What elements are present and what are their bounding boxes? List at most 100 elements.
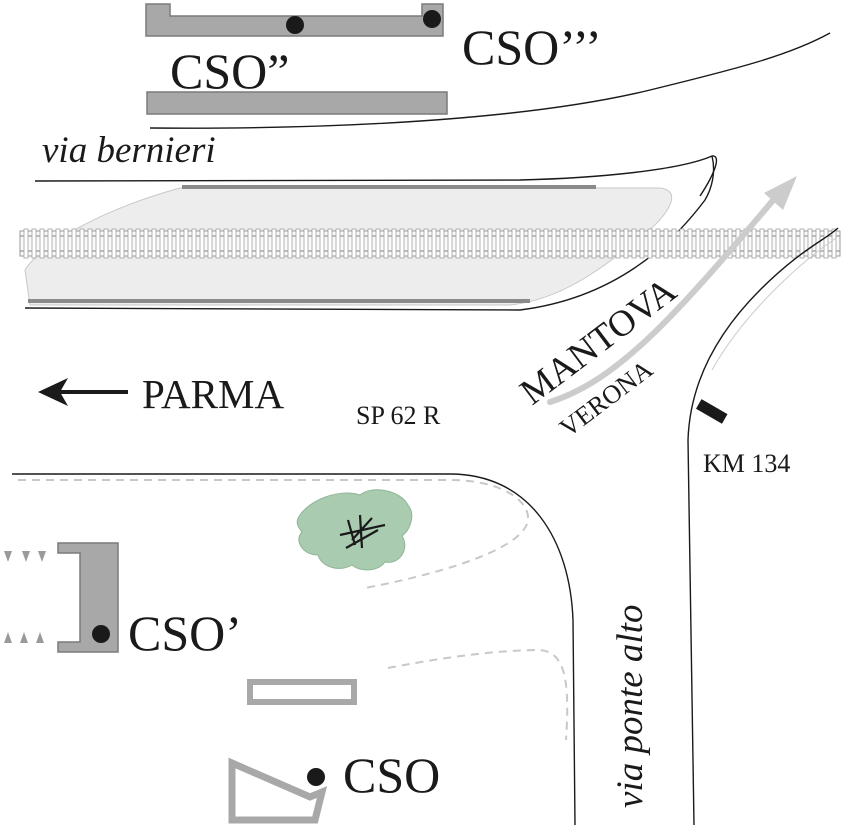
- railway-tie: [655, 228, 661, 259]
- railway-tie: [215, 228, 221, 259]
- railway-tie: [607, 228, 613, 259]
- railway-tie: [479, 228, 485, 259]
- km-marker-icon: [696, 399, 728, 424]
- path-dashed-lower: [387, 648, 569, 741]
- railway-tie: [783, 228, 789, 259]
- railway-tie: [575, 228, 581, 259]
- railway-tie: [31, 228, 37, 259]
- railway-tie: [159, 228, 165, 259]
- railway-tie: [247, 228, 253, 259]
- railway-tie: [119, 228, 125, 259]
- railway-tie: [191, 228, 197, 259]
- railway-tie: [335, 228, 341, 259]
- railway-tie: [127, 228, 133, 259]
- label-cso-left: CSO’: [128, 605, 242, 661]
- railway-tie: [703, 228, 709, 259]
- railway-tie: [311, 228, 317, 259]
- railway-tie: [807, 228, 813, 259]
- tree-row-bottom: [4, 632, 44, 643]
- railway-tie: [399, 228, 405, 259]
- railway-tie: [455, 228, 461, 259]
- railway-tie: [383, 228, 389, 259]
- railway-tie: [287, 228, 293, 259]
- arrow-left-icon: [38, 378, 128, 406]
- railway-tie: [239, 228, 245, 259]
- railway-tie: [615, 228, 621, 259]
- road-lower-edge: [12, 473, 576, 826]
- railway-tie: [39, 228, 45, 259]
- label-cso-top-right: CSO’’’: [462, 19, 602, 75]
- railway-tie: [423, 228, 429, 259]
- railway-tie: [255, 228, 261, 259]
- railway-tie: [543, 228, 549, 259]
- railway-tie: [791, 228, 797, 259]
- tree-icon: [296, 489, 413, 571]
- building-top-bar: [146, 91, 448, 115]
- railway-tie: [663, 228, 669, 259]
- railway-tie: [503, 228, 509, 259]
- railway-tie: [199, 228, 205, 259]
- railway-tie: [47, 228, 53, 259]
- route-arrow-line: [547, 195, 778, 405]
- location-dot-icon: [92, 625, 110, 643]
- railway-tie: [687, 228, 693, 259]
- railway-tie: [231, 228, 237, 259]
- railway-tie: [719, 228, 725, 259]
- railway-tie: [103, 228, 109, 259]
- km-marker-label: KM 134: [703, 449, 790, 478]
- railway-tie: [767, 228, 773, 259]
- railway-tie: [583, 228, 589, 259]
- railway-tie: [487, 228, 493, 259]
- railway-tie: [303, 228, 309, 259]
- label-cso-top-left: CSO”: [170, 43, 289, 99]
- railway-tie: [647, 228, 653, 259]
- railway-tie: [271, 228, 277, 259]
- railway-tie: [511, 228, 517, 259]
- railway-tie: [519, 228, 525, 259]
- path-dashed-top: [18, 479, 530, 589]
- street-label-bernieri: via bernieri: [42, 130, 216, 171]
- railway-tie: [71, 228, 77, 259]
- railway-tie: [111, 228, 117, 259]
- railway-tie: [527, 228, 533, 259]
- tree-row-top: [4, 551, 46, 562]
- railway-tie: [695, 228, 701, 259]
- railway-tie: [439, 228, 445, 259]
- railway-tie: [319, 228, 325, 259]
- railway-tie: [639, 228, 645, 259]
- railway-tie: [175, 228, 181, 259]
- railway-tie: [431, 228, 437, 259]
- railway-tie: [263, 228, 269, 259]
- railway-tie: [407, 228, 413, 259]
- railway-tie: [367, 228, 373, 259]
- road-code-label: SP 62 R: [356, 401, 441, 430]
- direction-label-parma: PARMA: [142, 371, 284, 417]
- railway-tie: [447, 228, 453, 259]
- building-left: [57, 542, 119, 653]
- road-right-shadow: [711, 237, 837, 371]
- railway-tie: [759, 228, 765, 259]
- railway-tie: [63, 228, 69, 259]
- railway-tie: [391, 228, 397, 259]
- location-dot-icon: [423, 10, 441, 28]
- railway-tie: [623, 228, 629, 259]
- railway-tie: [599, 228, 605, 259]
- road-edge-top: [149, 32, 831, 129]
- railway-tie: [55, 228, 61, 259]
- railway-tie: [679, 228, 685, 259]
- label-cso-bottom: CSO: [343, 747, 440, 803]
- railway-tie: [535, 228, 541, 259]
- railway-tie: [279, 228, 285, 259]
- road-right: [687, 227, 839, 826]
- railway-tie: [551, 228, 557, 259]
- railway-tie: [207, 228, 213, 259]
- railway-tie: [631, 228, 637, 259]
- location-dot-icon: [286, 16, 304, 34]
- location-dot-icon: [307, 768, 325, 786]
- railway-tie: [823, 228, 829, 259]
- railway-tie: [151, 228, 157, 259]
- street-label-ponte-alto: via ponte alto: [610, 605, 651, 808]
- railway-tie: [711, 228, 717, 259]
